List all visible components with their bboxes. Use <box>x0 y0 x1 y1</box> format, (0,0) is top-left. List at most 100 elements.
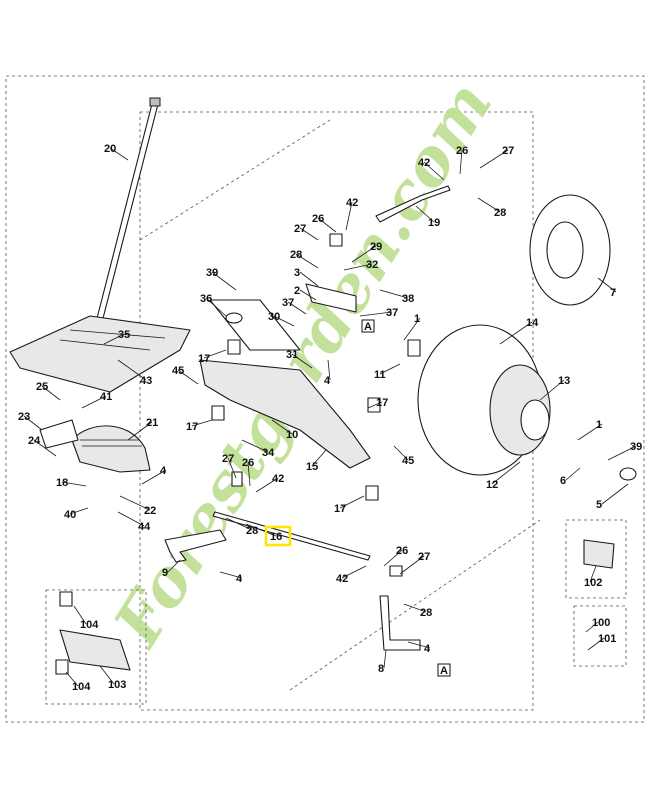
callout-100: 100 <box>585 617 610 633</box>
callout-45a: 45 <box>172 365 199 385</box>
callout-5: 5 <box>596 483 629 511</box>
callout-104a: 104 <box>73 605 99 631</box>
callout-28b: 28 <box>477 197 506 219</box>
leader-line <box>393 445 409 461</box>
leader-line <box>109 147 129 161</box>
callout-number: 38 <box>402 293 414 305</box>
callout-number: 41 <box>100 391 112 403</box>
leader-line <box>117 359 147 381</box>
callout-26a: 26 <box>312 213 337 233</box>
leader-line <box>227 457 237 479</box>
callout-number: 24 <box>28 435 41 447</box>
callout-number: 40 <box>64 509 76 521</box>
callout-number: 10 <box>286 429 298 441</box>
callout-17d: 17 <box>334 495 365 515</box>
callout-20: 20 <box>104 143 129 161</box>
steering-sector <box>71 425 151 473</box>
leader-line <box>299 227 319 241</box>
callout-number: 4 <box>236 573 243 585</box>
callout-number: 102 <box>584 577 602 589</box>
callout-number: 27 <box>418 551 430 563</box>
callout-number: 25 <box>36 381 48 393</box>
spindle-right <box>379 595 421 651</box>
callout-27b: 27 <box>479 145 514 169</box>
callout-19: 19 <box>415 205 440 229</box>
callout-number: 17 <box>186 421 198 433</box>
callout-number: 42 <box>272 473 284 485</box>
leader-line <box>271 419 293 435</box>
callout-number: 4 <box>324 375 331 387</box>
callout-number: 28 <box>420 607 432 619</box>
callout-4b: 4 <box>324 359 331 387</box>
callout-number: 36 <box>200 293 212 305</box>
callout-number: 8 <box>378 663 384 675</box>
callout-22: 22 <box>119 495 156 517</box>
leader-line <box>351 245 377 263</box>
leader-line <box>327 359 331 381</box>
callout-103: 103 <box>99 665 126 691</box>
callout-3: 3 <box>294 267 319 287</box>
callout-35: 35 <box>103 329 130 345</box>
callout-26c: 26 <box>242 457 254 487</box>
leader-line <box>317 217 337 233</box>
leader-line <box>589 565 597 583</box>
callout-4a: 4 <box>141 465 167 485</box>
callout-number: 26 <box>242 457 254 469</box>
callout-number: 27 <box>222 453 234 465</box>
leader-line <box>383 549 403 567</box>
outer-frame <box>5 75 645 723</box>
callout-23: 23 <box>18 411 43 431</box>
leader-line <box>407 641 431 649</box>
callout-10: 10 <box>271 419 298 441</box>
leader-line <box>291 353 313 369</box>
callout-18: 18 <box>56 477 87 489</box>
callout-39b: 39 <box>607 441 642 461</box>
callout-number: 44 <box>138 521 151 533</box>
leader-line <box>311 449 327 467</box>
callout-2: 2 <box>294 285 317 301</box>
leader-line <box>99 665 115 685</box>
part-102-body <box>583 539 615 569</box>
leader-line <box>141 469 167 485</box>
callout-34: 34 <box>241 439 275 459</box>
leader-line <box>459 149 463 175</box>
leader-line <box>399 555 425 575</box>
leader-line <box>219 571 243 579</box>
leader-line <box>247 461 251 487</box>
callout-25: 25 <box>36 381 61 401</box>
pivot-bar <box>209 299 301 351</box>
leader-line <box>245 523 277 537</box>
callout-number: 42 <box>346 197 358 209</box>
callout-38: 38 <box>379 289 414 305</box>
callout-101: 101 <box>587 633 616 651</box>
inset-steering-plate <box>45 589 147 705</box>
callout-number: 39 <box>630 441 642 453</box>
callout-number: 4 <box>424 643 431 655</box>
leader-line <box>127 421 153 441</box>
rear-tire <box>529 194 611 306</box>
callout-number: 7 <box>610 287 616 299</box>
leader-line <box>477 197 501 213</box>
leader-line <box>601 483 629 505</box>
leader-line <box>343 263 373 271</box>
leader-line <box>403 317 421 341</box>
callout-43: 43 <box>117 359 152 387</box>
leader-line <box>167 559 181 573</box>
callout-number: 2 <box>294 285 300 297</box>
callout-104b: 104 <box>65 671 91 693</box>
callout-number: 45 <box>402 455 414 467</box>
section-marker-a1: A <box>361 319 375 333</box>
leader-line <box>299 271 319 287</box>
callout-number: 32 <box>366 259 378 271</box>
leader-line <box>33 439 57 457</box>
leader-line <box>103 333 125 345</box>
callout-number: 42 <box>336 573 348 585</box>
leader-line <box>119 495 151 511</box>
leader-line <box>341 565 367 579</box>
callout-number: 1 <box>414 313 420 325</box>
drag-link <box>375 185 451 223</box>
callout-number: 15 <box>306 461 318 473</box>
callout-number: 18 <box>56 477 68 489</box>
callout-37b: 37 <box>359 307 398 319</box>
callout-number: 104 <box>72 681 91 693</box>
